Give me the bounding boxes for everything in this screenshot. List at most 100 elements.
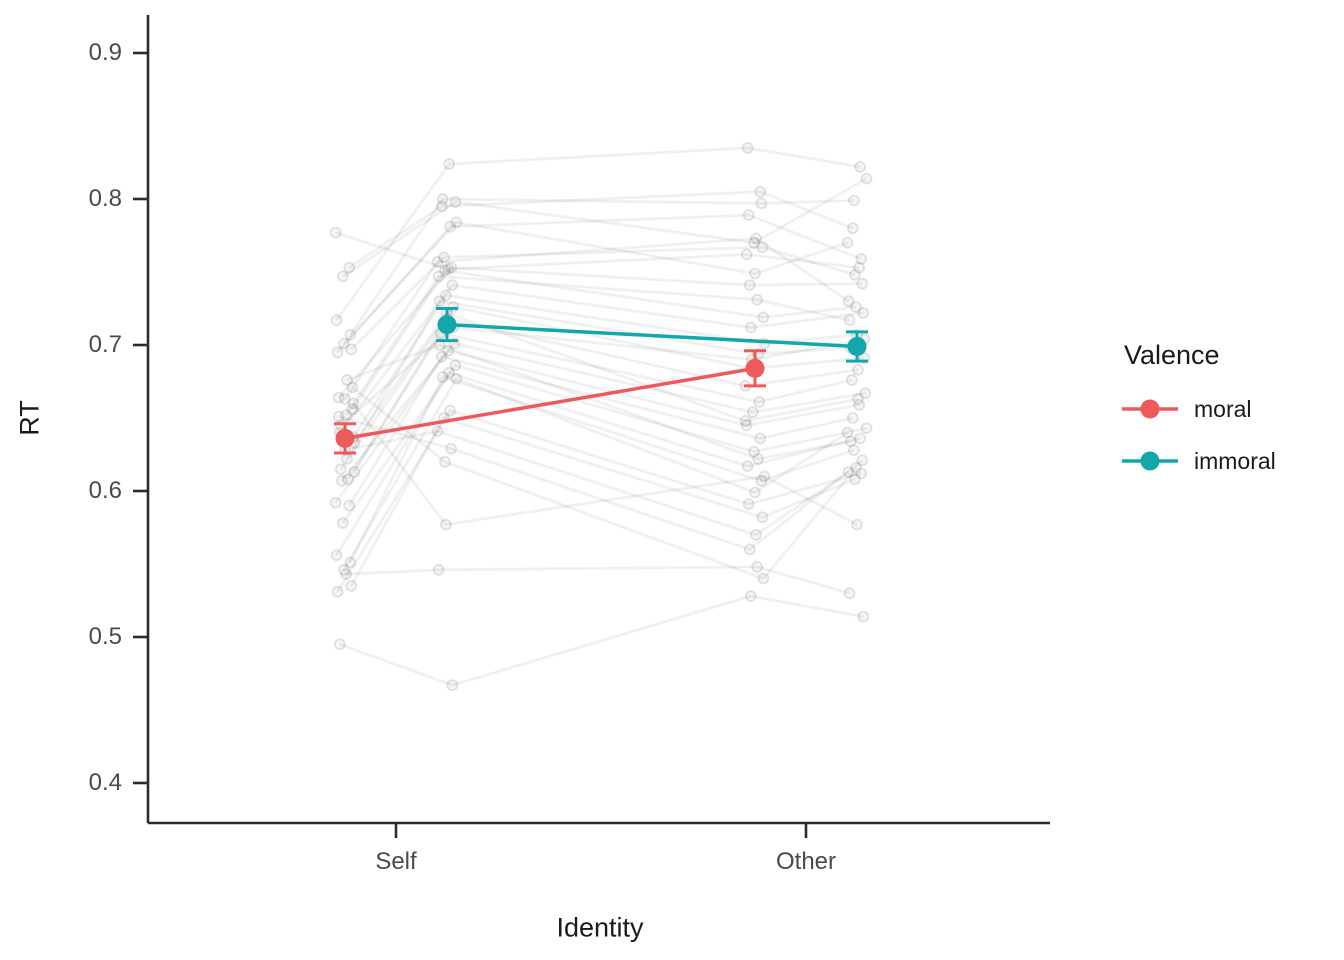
participant-point (344, 556, 357, 569)
participant-point (739, 414, 752, 427)
participant-point (849, 268, 861, 281)
participant-point (850, 461, 862, 474)
participant-point (856, 277, 869, 290)
participant-point (333, 638, 346, 651)
participant-point (433, 295, 446, 308)
participant-point (841, 426, 854, 439)
participant-point (431, 255, 444, 268)
participant-line (351, 386, 858, 581)
participant-point (749, 267, 761, 280)
participant-point (445, 261, 458, 274)
participant-line (350, 245, 856, 351)
participant-line (336, 213, 862, 354)
participant-point (842, 295, 855, 308)
participant-line (342, 220, 848, 345)
mean-point-immoral-Self (437, 315, 457, 335)
participant-point (751, 561, 763, 573)
participant-point (841, 236, 854, 249)
participant-point (855, 467, 868, 480)
participant-line (348, 190, 854, 269)
participant-point (860, 172, 873, 185)
participant-line (338, 415, 864, 551)
y-tick-label: 0.8 (88, 185, 122, 212)
participant-point (449, 359, 462, 372)
participant-line (337, 266, 863, 399)
participant-point (449, 195, 462, 208)
participant-point (342, 473, 355, 486)
participant-line (339, 305, 865, 470)
participant-point (748, 236, 760, 249)
y-tick-label: 0.7 (88, 331, 122, 358)
participant-point (346, 403, 359, 416)
participant-point (756, 511, 769, 524)
participant-point (748, 445, 760, 458)
participant-point (853, 398, 865, 411)
participant-point (849, 473, 861, 486)
participant-point (852, 393, 864, 405)
participant-point (348, 466, 361, 478)
participant-point (754, 185, 767, 198)
participant-point (336, 270, 349, 283)
participant-point (438, 455, 451, 468)
immoral-key-icon (1122, 451, 1178, 471)
participant-point (336, 517, 349, 529)
x-tick-label-other: Other (775, 848, 837, 875)
participant-point (842, 466, 855, 478)
participant-line (351, 268, 857, 410)
participant-point (755, 197, 768, 210)
participant-point (844, 435, 857, 448)
participant-line (346, 331, 853, 481)
participant-point (851, 518, 863, 531)
participant-line (339, 594, 864, 687)
participant-point (740, 419, 753, 432)
participant-point (853, 261, 865, 274)
participant-point (758, 470, 771, 483)
participant-point (752, 452, 764, 465)
participant-point (757, 572, 770, 585)
participant-point (444, 220, 457, 233)
participant-point (846, 412, 859, 424)
participant-point (754, 432, 767, 445)
legend-item-immoral: immoral (1122, 443, 1276, 479)
participant-point (750, 528, 762, 541)
participant-point (854, 160, 866, 173)
participant-line (334, 349, 860, 504)
participant-line (336, 409, 862, 593)
participant-point (330, 314, 343, 327)
participant-point (852, 363, 864, 376)
legend-title: Valence (1124, 340, 1220, 370)
participant-point (332, 410, 345, 423)
participant-point (340, 409, 353, 422)
participant-point (848, 194, 860, 207)
participant-point (432, 563, 445, 576)
participant-line (353, 317, 859, 473)
participant-point (331, 346, 344, 359)
participant-line (353, 311, 859, 444)
participant-line (352, 293, 858, 438)
participant-point (340, 568, 353, 581)
participant-line (349, 375, 855, 564)
participant-line (352, 402, 858, 527)
participant-point (850, 301, 862, 313)
participant-point (446, 679, 459, 692)
participant-point (857, 306, 870, 319)
participant-point (741, 460, 754, 473)
mean-line-moral (344, 366, 756, 441)
participant-point (438, 264, 451, 277)
participant-line (335, 371, 861, 556)
participant-point (329, 226, 342, 239)
participant-point (329, 496, 342, 509)
participant-point (743, 279, 756, 292)
participant-line (342, 177, 868, 278)
axes (133, 15, 1050, 838)
participant-point (755, 474, 768, 487)
participant-point (344, 328, 357, 341)
participant-point (856, 454, 869, 467)
x-axis-title: Identity (556, 912, 644, 943)
participant-point (443, 366, 456, 379)
participant-point (436, 371, 449, 384)
participant-point (450, 216, 463, 229)
participant-point (846, 222, 859, 235)
participant-line (344, 429, 850, 537)
participant-line (341, 363, 867, 524)
